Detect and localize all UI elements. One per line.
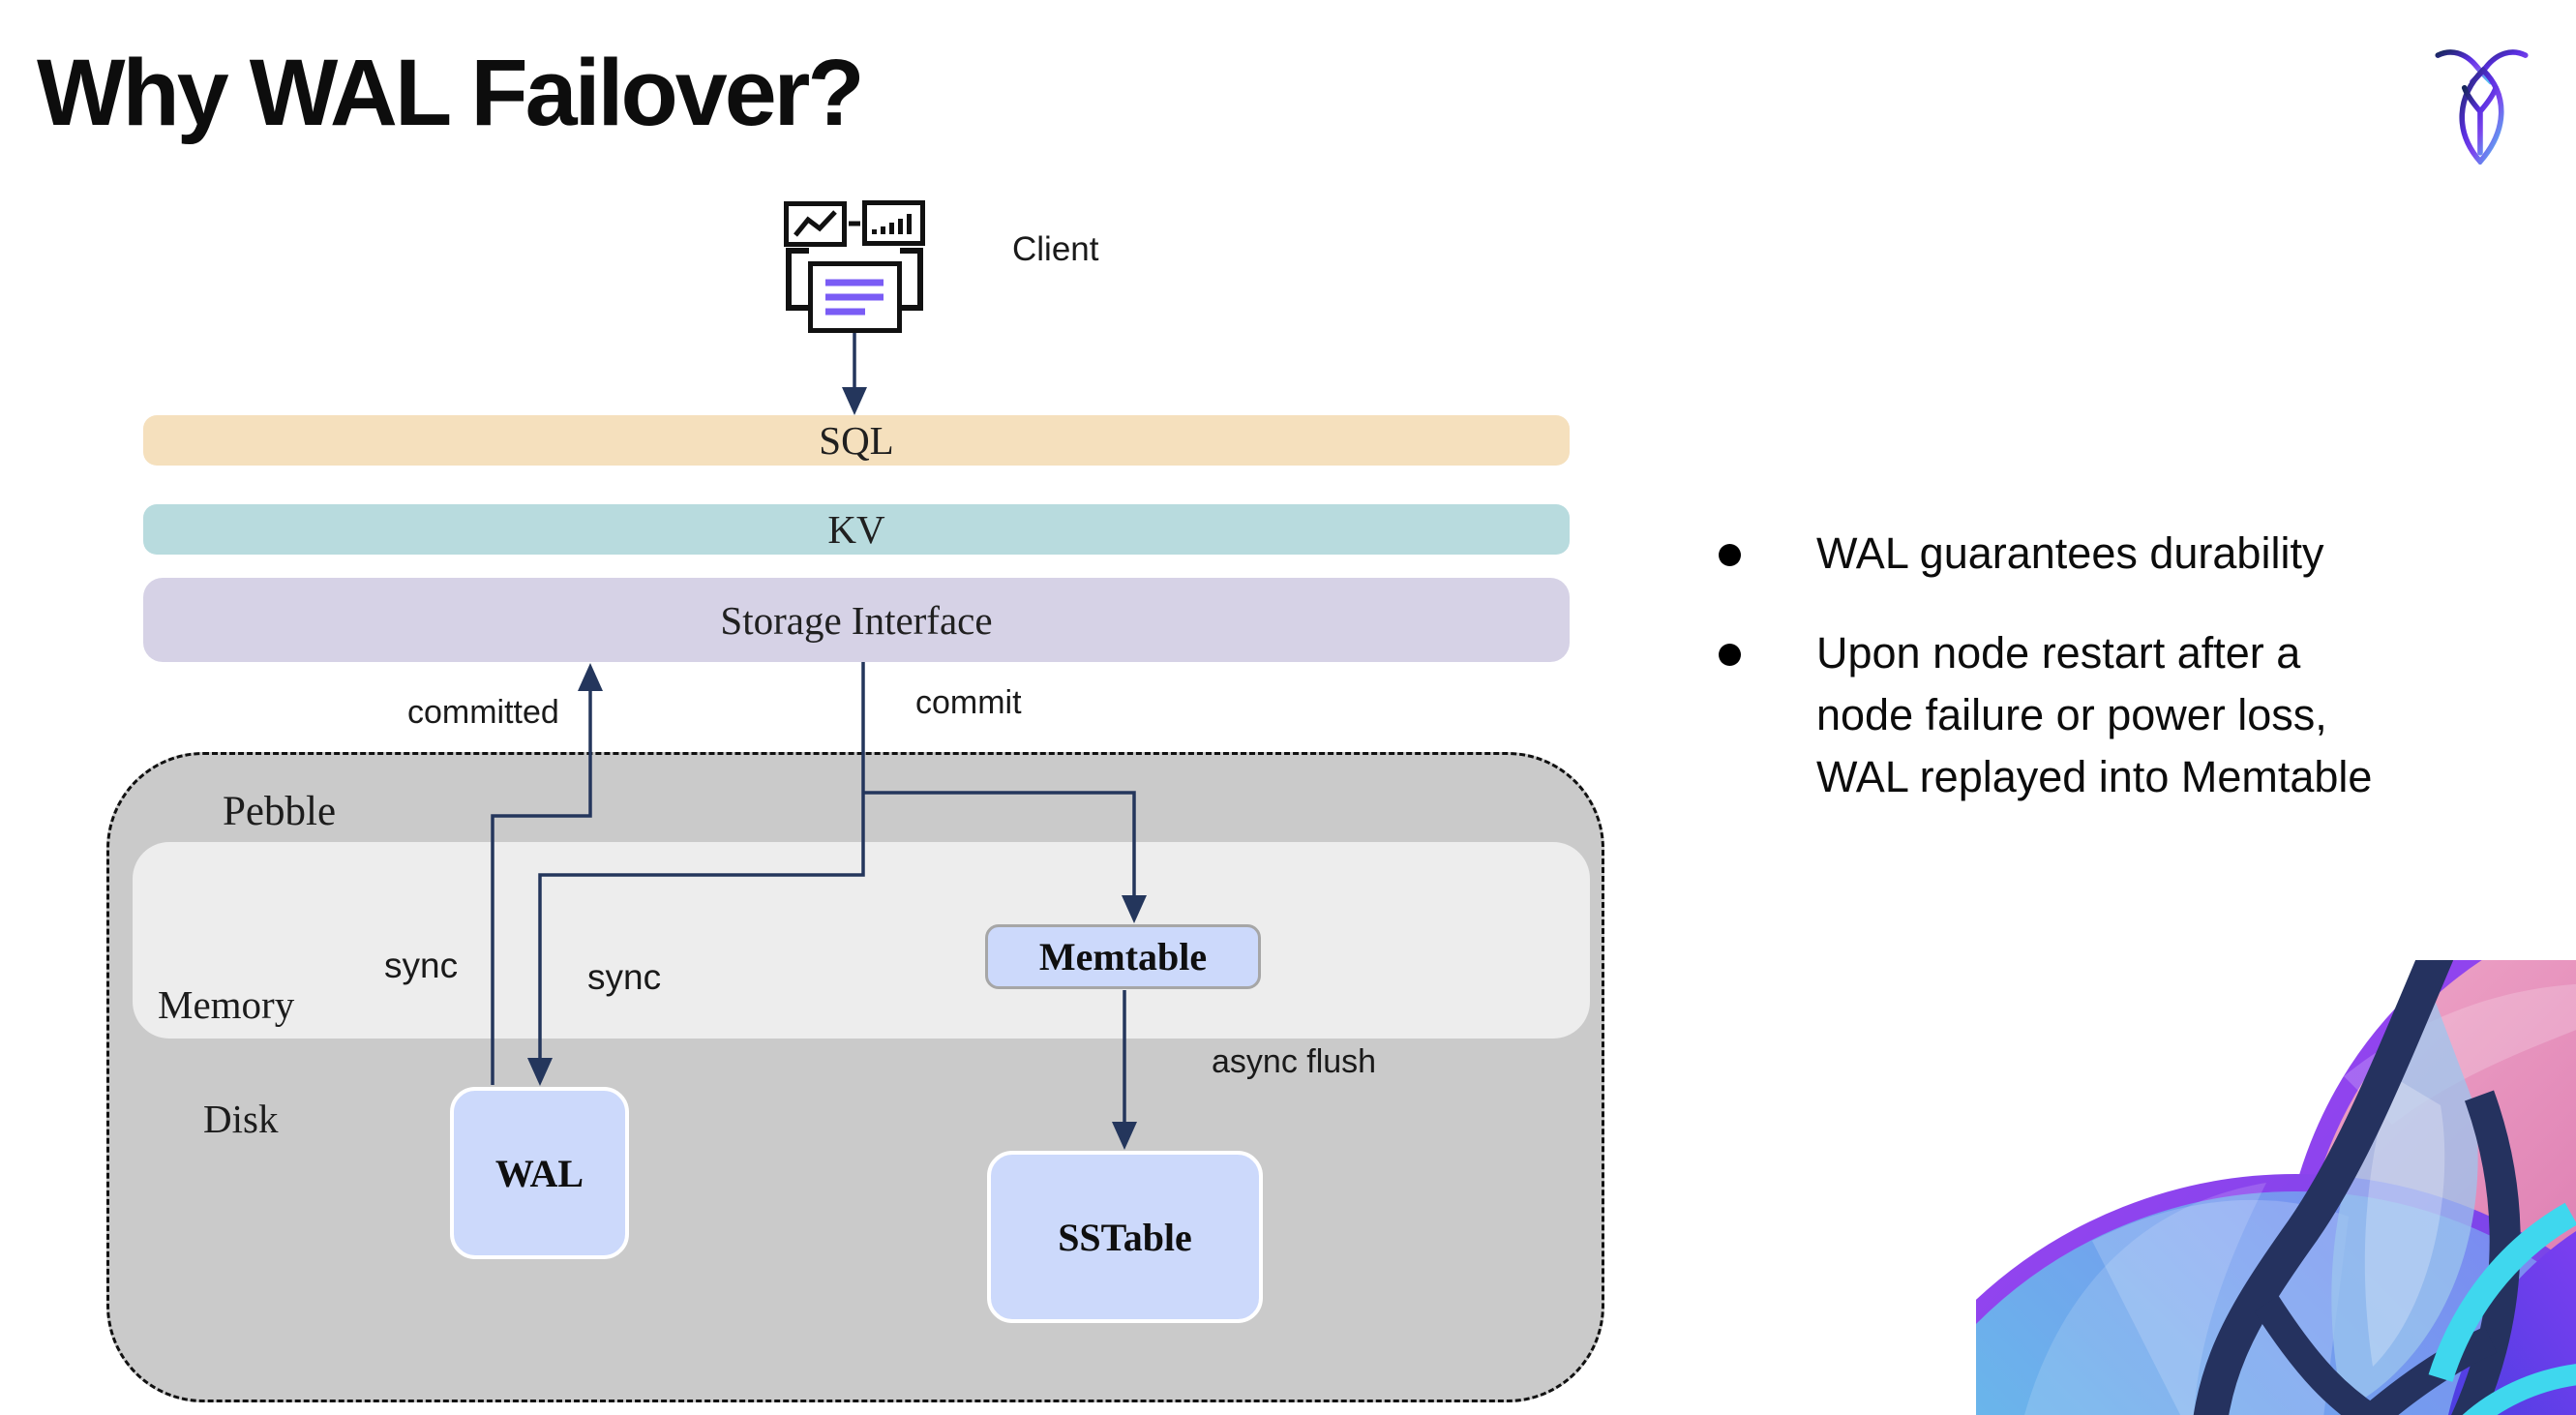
sstable-node: SSTable [987,1151,1263,1323]
edge-label-committed: committed [407,694,559,731]
document-icon [808,261,902,333]
bullet-list: WAL guarantees durability Upon node rest… [1684,523,2535,808]
art-teal-strokes [2428,1202,2576,1415]
disk-zone-label: Disk [203,1097,279,1141]
memory-zone [133,842,1590,1039]
client-workstation-icon [784,200,925,333]
arrowhead-into-sql [842,387,867,415]
document-text-lines [825,279,884,316]
line-chart-icon [784,201,847,247]
bullet-item: Upon node restart after a node failure o… [1684,622,2535,808]
edge-label-sync-left: sync [384,946,459,985]
bullet-line: Upon node restart after a [1816,628,2301,677]
memtable-node: Memtable [985,924,1261,989]
art-leaf-fill [2331,984,2478,1410]
client-label: Client [1012,230,1099,268]
sstable-label: SSTable [1058,1215,1192,1259]
wal-node: WAL [450,1087,629,1259]
bullet-item: WAL guarantees durability [1684,523,2535,585]
layer-storage-label: Storage Interface [720,597,993,643]
line-chart-glyph [794,210,837,237]
art-fan-petal [2024,1183,2266,1415]
layer-sql: SQL [143,415,1570,466]
bracket-left [786,248,811,311]
bullet-dot [1719,644,1741,666]
bar-chart-icon [862,200,925,246]
logo-vein [2461,84,2500,156]
bullet-line: WAL guarantees durability [1816,528,2324,578]
edge-label-async-flush: async flush [1212,1043,1377,1080]
layer-kv-label: KV [827,507,885,552]
cockroachdb-brand-art [1976,960,2576,1415]
bar-chart-glyph [872,214,912,234]
bullet-line: node failure or power loss, [1816,690,2327,739]
art-leaf-petal [2364,1076,2445,1367]
edge-label-sync-right: sync [587,957,662,997]
cockroachdb-logo-icon [2435,49,2529,165]
slide-title: Why WAL Failover? [37,40,865,145]
layer-storage-interface: Storage Interface [143,578,1570,662]
pebble-label: Pebble [223,789,337,834]
bullet-dot [1719,544,1741,566]
bullet-line: WAL replayed into Memtable [1816,752,2373,801]
art-blue-rim [1976,1174,2576,1325]
memtable-label: Memtable [1038,935,1208,978]
bracket-right [898,248,923,311]
arrowhead-into-storage [578,663,603,691]
layer-sql-label: SQL [819,418,894,463]
layer-kv: KV [143,504,1570,555]
edge-label-commit: commit [915,684,1022,721]
memory-zone-label: Memory [158,982,295,1027]
wal-label: WAL [494,1151,584,1195]
